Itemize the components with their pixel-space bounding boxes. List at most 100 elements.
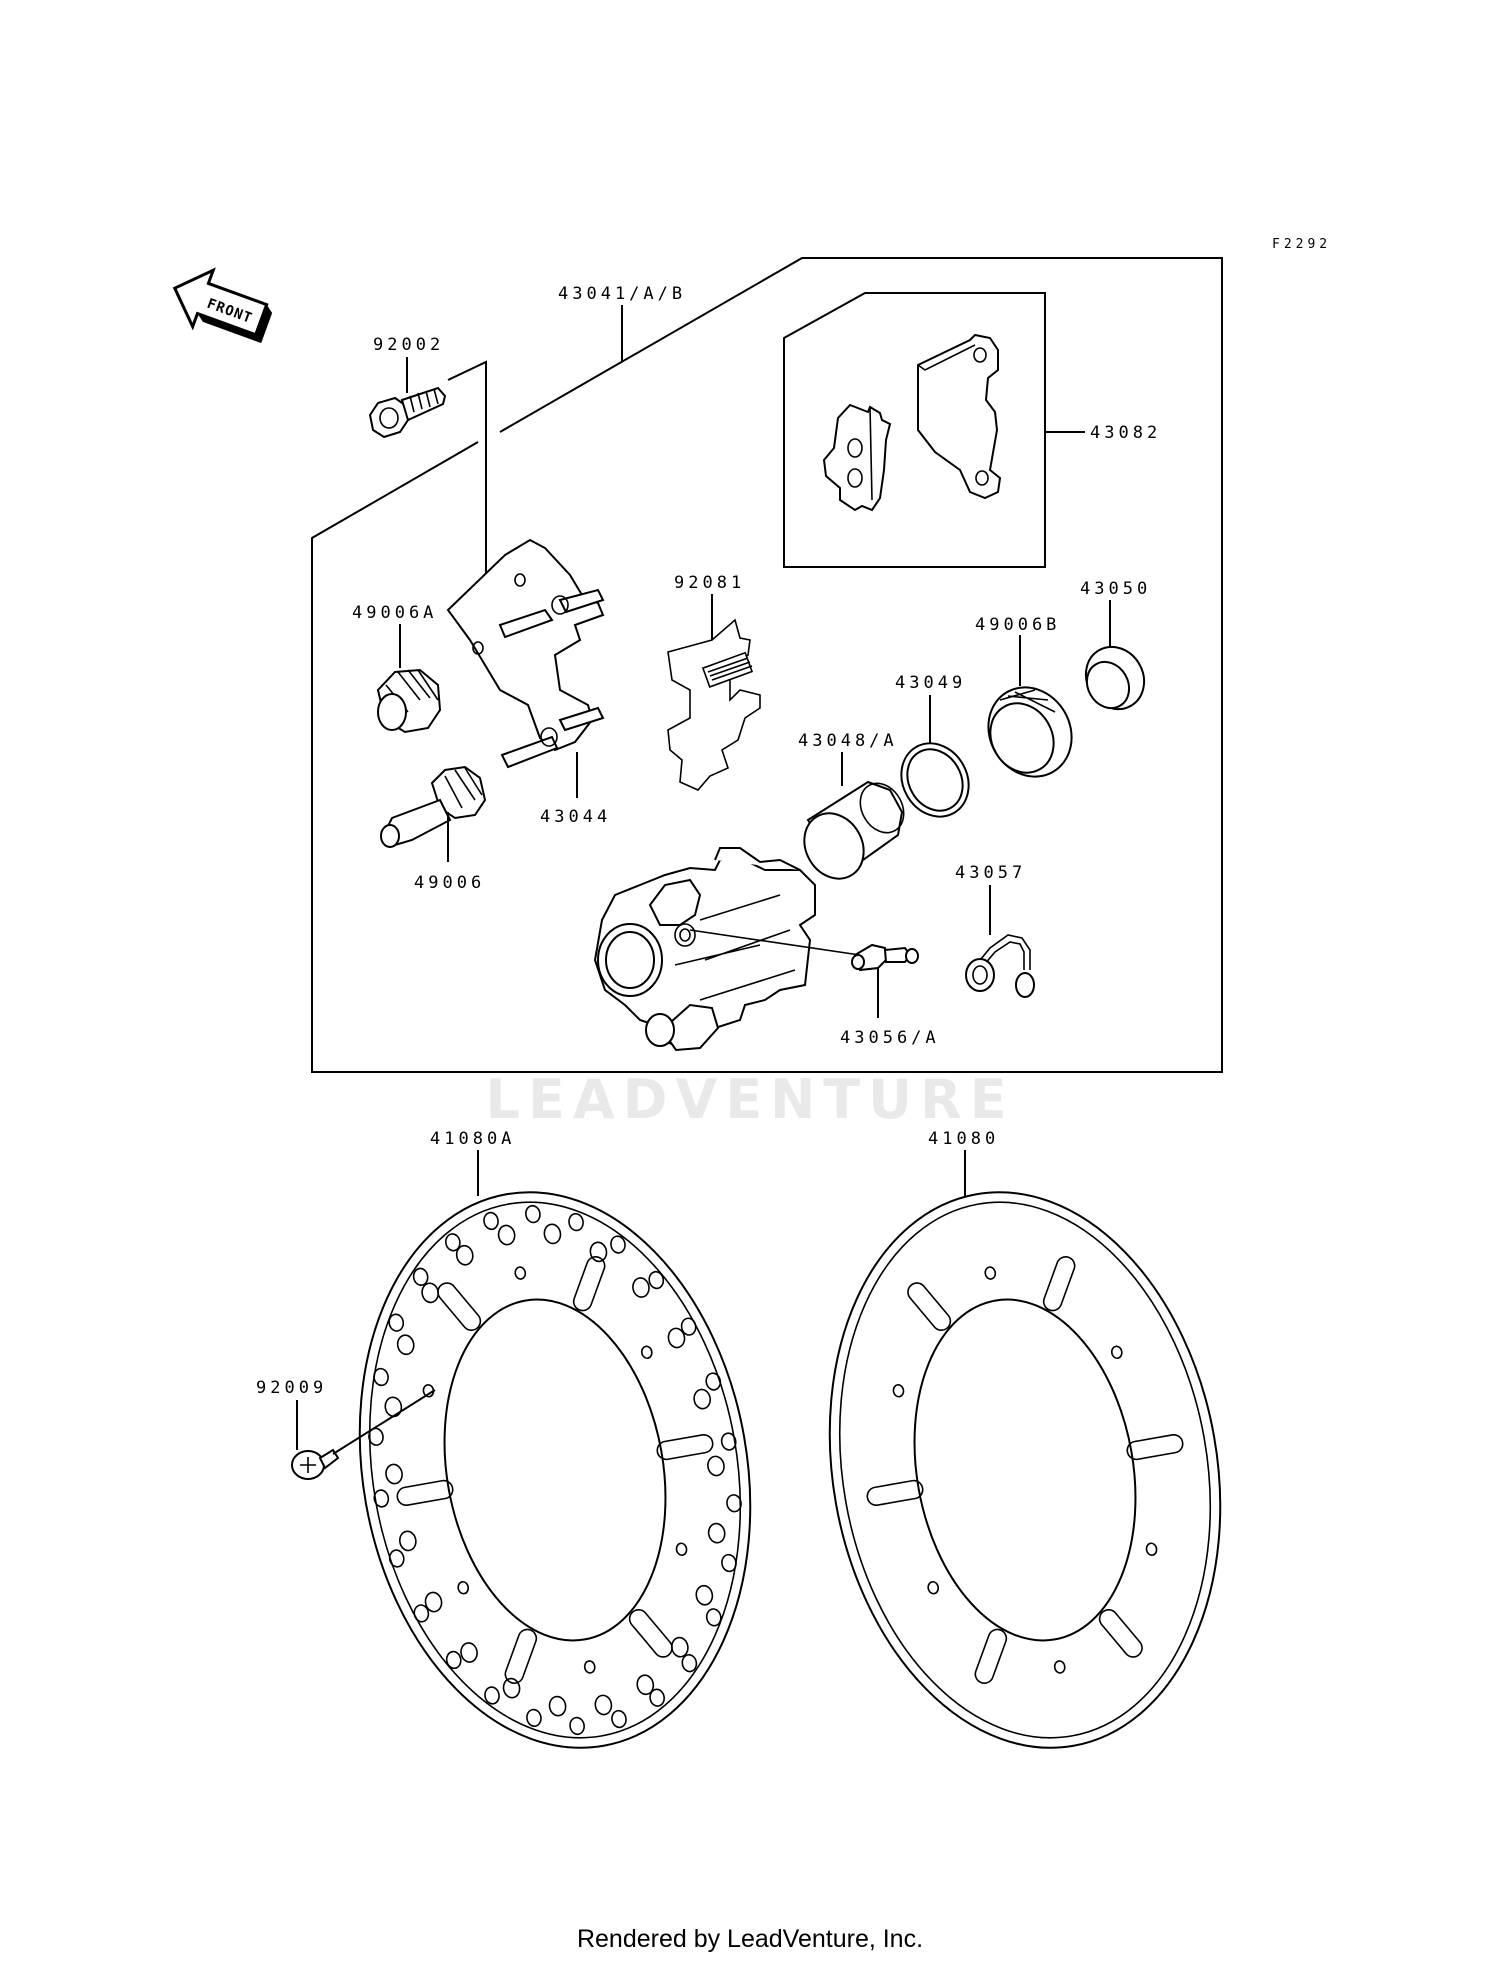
rotor-41080A-drill-hole	[569, 1716, 585, 1736]
rotor-41080A-drill-hole	[384, 1396, 403, 1418]
rotor-41080A-drill-hole	[695, 1584, 714, 1606]
rotor-41080A-drill-hole	[502, 1677, 521, 1699]
rotor-41080-bolt-hole	[927, 1580, 940, 1595]
part-label-41080: 41080	[928, 1129, 999, 1149]
rotor-41080A-slot	[437, 1282, 482, 1331]
rotor-41080A-bolt-hole	[514, 1266, 527, 1280]
rotor-41080A-drill-hole	[484, 1686, 500, 1705]
rotor-41080A-drill-hole	[497, 1224, 516, 1246]
rotor-41080A-drill-hole	[720, 1432, 737, 1451]
rotor-41080A-drill-hole	[445, 1650, 462, 1670]
rotor-41080A-drill-hole	[648, 1270, 665, 1290]
part-label-43041: 43041/A/B	[558, 284, 686, 304]
rotor-41080A-drill-hole	[611, 1709, 627, 1729]
part-label-43048: 43048/A	[798, 731, 898, 751]
brake-pad-outer	[917, 333, 1002, 500]
part-label-43082: 43082	[1090, 423, 1161, 443]
rotor-41080A-drill-hole	[568, 1212, 584, 1232]
seal-43049	[900, 742, 970, 818]
part-label-43044: 43044	[540, 807, 611, 827]
rotor-41080A-drill-hole	[388, 1549, 405, 1568]
bleeder-valve-43056	[851, 943, 919, 972]
rotor-41080A-drill-hole	[693, 1388, 712, 1410]
rotor-41080A-bolt-hole	[457, 1580, 470, 1595]
rotor-41080A-drill-hole	[670, 1636, 689, 1658]
rotor-41080A-drill-hole	[632, 1277, 650, 1298]
caliper-bracket-43044	[446, 538, 605, 769]
rotor-41080A-drill-hole	[721, 1553, 737, 1573]
rotor-41080A-holes	[368, 1204, 742, 1736]
rotor-41080A-drill-hole	[543, 1223, 562, 1245]
rotor-41080A-drill-hole	[388, 1313, 405, 1332]
boot-49006A	[376, 668, 442, 734]
rotor-41080A-drill-hole	[421, 1282, 440, 1304]
leader-92002-bracket	[447, 360, 487, 590]
rotor-41080-slot	[907, 1282, 952, 1331]
rotor-41080A-drill-hole	[413, 1604, 430, 1623]
rotor-41080A-slot	[628, 1609, 673, 1658]
boot-49006B	[987, 686, 1073, 778]
rotor-41080A-slot	[504, 1628, 538, 1684]
rotor-41080-bolt-hole	[1110, 1345, 1123, 1360]
rotor-41080A-drill-hole	[681, 1653, 698, 1673]
rotor-41080A-drill-hole	[649, 1688, 665, 1707]
rotor-41080A-bolt-hole	[675, 1542, 688, 1557]
rotor-41080A-drill-hole	[667, 1327, 686, 1349]
rotor-41080A-drill-hole	[483, 1211, 499, 1231]
rotor-41080A-drill-hole	[424, 1591, 443, 1613]
rotor-41080-bolt-hole	[1145, 1542, 1158, 1557]
part-label-41080A: 41080A	[430, 1129, 515, 1149]
rotor-41080A-drill-hole	[455, 1244, 474, 1266]
part-label-92081: 92081	[674, 573, 745, 593]
part-label-49006B: 49006B	[975, 615, 1060, 635]
rotor-41080A-drill-hole	[707, 1455, 725, 1477]
brake-rotor-41080A	[358, 1191, 752, 1749]
rotor-41080A-drill-hole	[398, 1530, 417, 1552]
rotor-41080-slot	[974, 1628, 1008, 1684]
diagram-code: F2292	[1272, 237, 1331, 252]
cap-43050	[1084, 645, 1146, 711]
caliper-body	[593, 847, 881, 1052]
rotor-41080A-drill-hole	[373, 1489, 390, 1508]
rotor-41080A-drill-hole	[525, 1204, 541, 1224]
part-label-92002: 92002	[373, 335, 444, 355]
rotor-41080A-slot	[396, 1479, 454, 1507]
brake-pad-inner	[822, 403, 892, 512]
rotor-41080A-drill-hole	[636, 1674, 655, 1696]
part-label-49006A: 49006A	[352, 603, 437, 623]
footer-credit: Rendered by LeadVenture, Inc.	[577, 1925, 923, 1953]
rotor-41080A-drill-hole	[445, 1233, 461, 1252]
rotor-41080-slot	[1098, 1609, 1143, 1658]
rotor-41080A-drill-hole	[460, 1642, 478, 1663]
rotor-41080-bolt-hole	[984, 1266, 997, 1280]
front-arrow-icon: FRONT	[172, 267, 273, 344]
bolt-92002	[368, 386, 447, 439]
bleeder-cap-43057	[965, 934, 1035, 998]
rotor-41080A-drill-hole	[705, 1372, 722, 1391]
rotor-41080-holes	[866, 1256, 1184, 1684]
rotor-41080A-bolt-hole	[640, 1345, 653, 1360]
rotor-41080A-drill-hole	[589, 1241, 608, 1263]
rotor-41080A-drill-hole	[705, 1608, 722, 1627]
screw-92009	[291, 1389, 436, 1480]
pin-49006	[380, 765, 487, 848]
part-label-43056: 43056/A	[840, 1028, 940, 1048]
rotor-41080-slot	[1126, 1433, 1184, 1461]
spring-clip-92081	[667, 618, 761, 791]
rotor-41080A-drill-hole	[707, 1522, 726, 1544]
rotor-41080A-drill-hole	[526, 1708, 542, 1728]
rotor-41080-bolt-hole	[892, 1383, 905, 1398]
part-label-49006: 49006	[414, 873, 485, 893]
rotor-41080A-slot	[656, 1433, 714, 1461]
piston-43048	[803, 780, 905, 880]
rotor-41080-bolt-hole	[1053, 1660, 1066, 1674]
caliper-assembly-box	[311, 257, 1223, 1073]
part-label-92009: 92009	[256, 1378, 327, 1398]
part-label-43057: 43057	[955, 863, 1026, 883]
rotor-41080A-drill-hole	[548, 1695, 567, 1717]
rotor-41080A-drill-hole	[726, 1494, 742, 1513]
rotor-41080A-drill-hole	[412, 1267, 429, 1287]
rotor-41080A-drill-hole	[396, 1334, 415, 1356]
rotor-41080A-drill-hole	[373, 1367, 389, 1387]
